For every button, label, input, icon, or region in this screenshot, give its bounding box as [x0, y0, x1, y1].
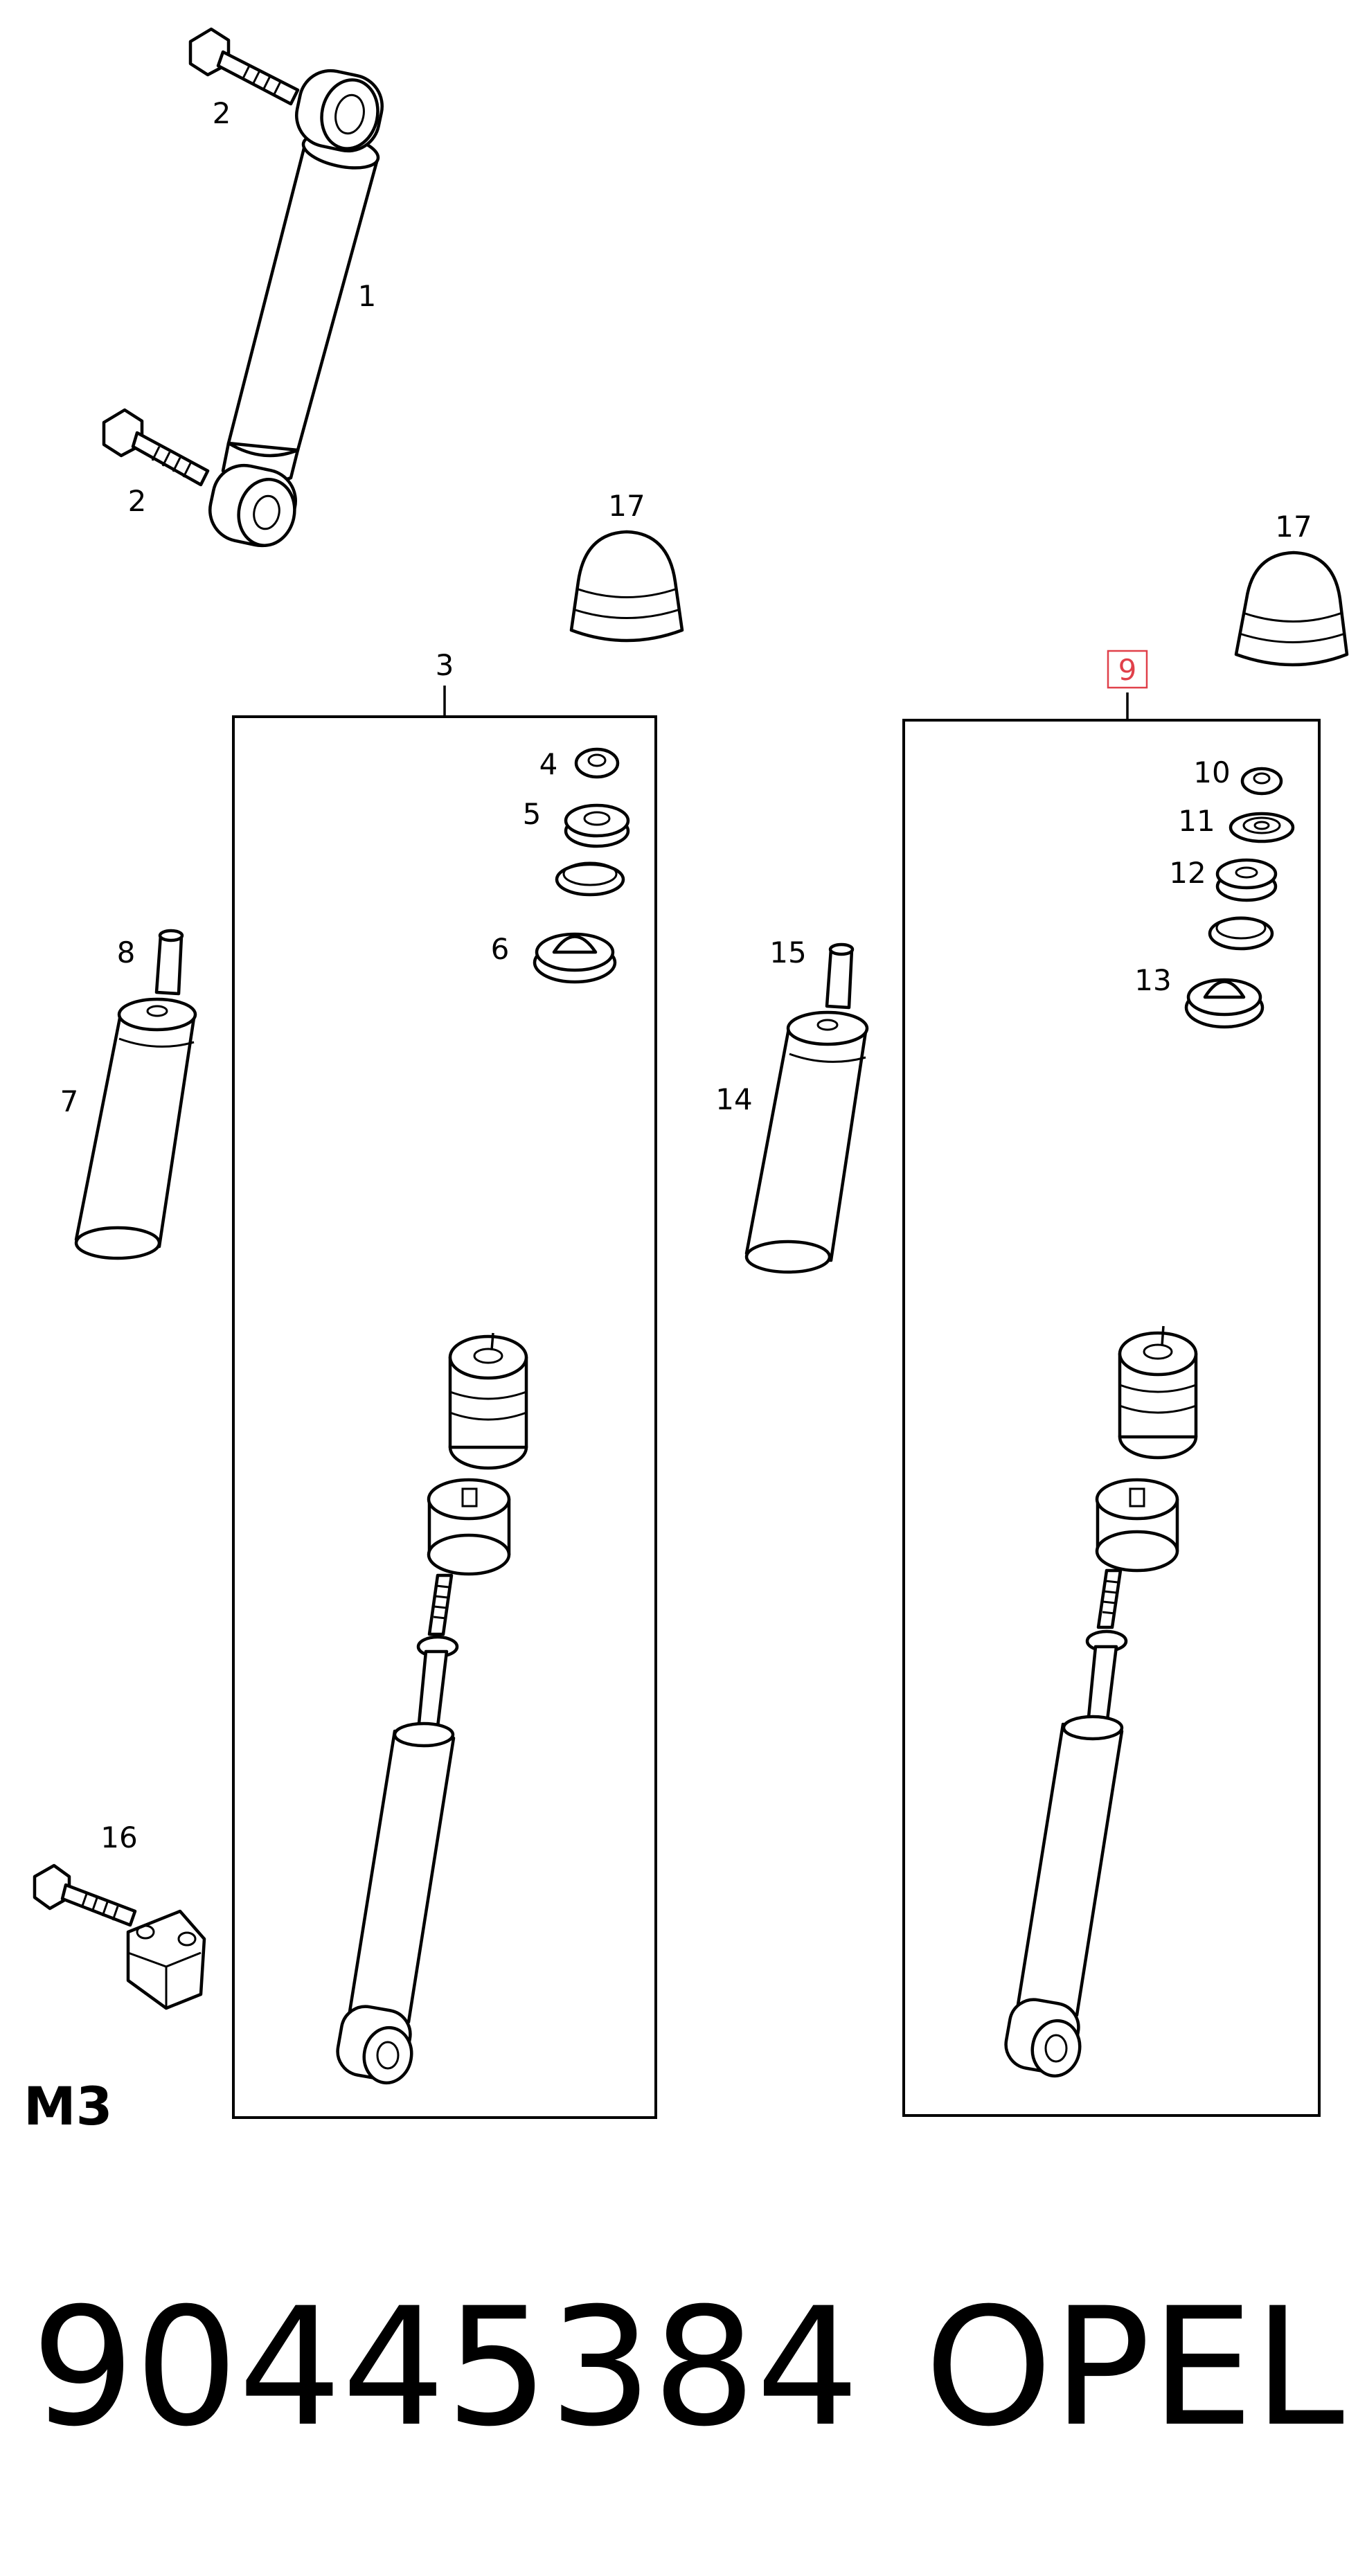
bump-stop-right	[1118, 1325, 1198, 1460]
kit-box-part-3	[232, 715, 657, 2119]
callout-13: 13	[1134, 963, 1171, 997]
callout-16: 16	[100, 1821, 137, 1854]
callout-5: 5	[523, 797, 542, 831]
washer-part-11	[1229, 812, 1295, 843]
callout-7: 7	[60, 1084, 79, 1118]
callout-9: 9	[1118, 653, 1137, 687]
callout-6: 6	[491, 932, 510, 966]
callout-4: 4	[539, 747, 558, 781]
bolt-upper-part-2	[188, 27, 300, 106]
callout-3: 3	[436, 648, 454, 682]
part-number: 90445384	[31, 2273, 860, 2462]
diagram-code: M3	[24, 2075, 113, 2137]
shock-absorber-left-assembly	[336, 1332, 528, 2085]
callout-9-highlight	[1107, 650, 1148, 689]
sleeve-part-15	[825, 942, 855, 1010]
bushing-part-12	[1215, 858, 1278, 902]
nut-part-10	[1240, 767, 1283, 796]
callout-15: 15	[769, 936, 806, 969]
washer-part-5	[564, 803, 630, 848]
bump-cap-right-part-17	[1234, 551, 1349, 667]
spacer-right	[1095, 1478, 1179, 1573]
callout-11: 11	[1178, 804, 1215, 838]
shock-absorber-part-1	[102, 27, 384, 548]
callout-10: 10	[1193, 755, 1230, 789]
ring-part-9	[1208, 916, 1274, 951]
dust-boot-part-7	[74, 997, 197, 1260]
bushing-ring-part-3	[555, 861, 625, 897]
shock-absorber-right-assembly	[1004, 1325, 1198, 2078]
bump-stop-left	[448, 1332, 528, 1470]
bolt-bracket-part-16	[33, 1863, 206, 2010]
callout-12: 12	[1169, 856, 1206, 890]
brand-name: OPEL	[924, 2273, 1345, 2462]
callout-2b: 2	[128, 484, 147, 518]
callout-14: 14	[715, 1082, 752, 1116]
callout-8: 8	[117, 936, 136, 969]
nut-part-4	[574, 747, 620, 779]
bump-cap-left-part-17	[569, 530, 684, 643]
mount-part-6	[533, 932, 617, 984]
callout-2a: 2	[213, 96, 231, 130]
mount-part-13	[1184, 978, 1265, 1029]
callout-17b: 17	[1275, 510, 1312, 544]
kit-box-part-9	[902, 719, 1321, 2117]
callout-1: 1	[358, 279, 377, 313]
bolt-lower-part-2	[102, 408, 210, 487]
callout-17a: 17	[608, 489, 645, 523]
spacer-left	[427, 1478, 511, 1576]
sleeve-part-8	[154, 929, 184, 996]
dust-boot-part-14	[744, 1010, 869, 1274]
